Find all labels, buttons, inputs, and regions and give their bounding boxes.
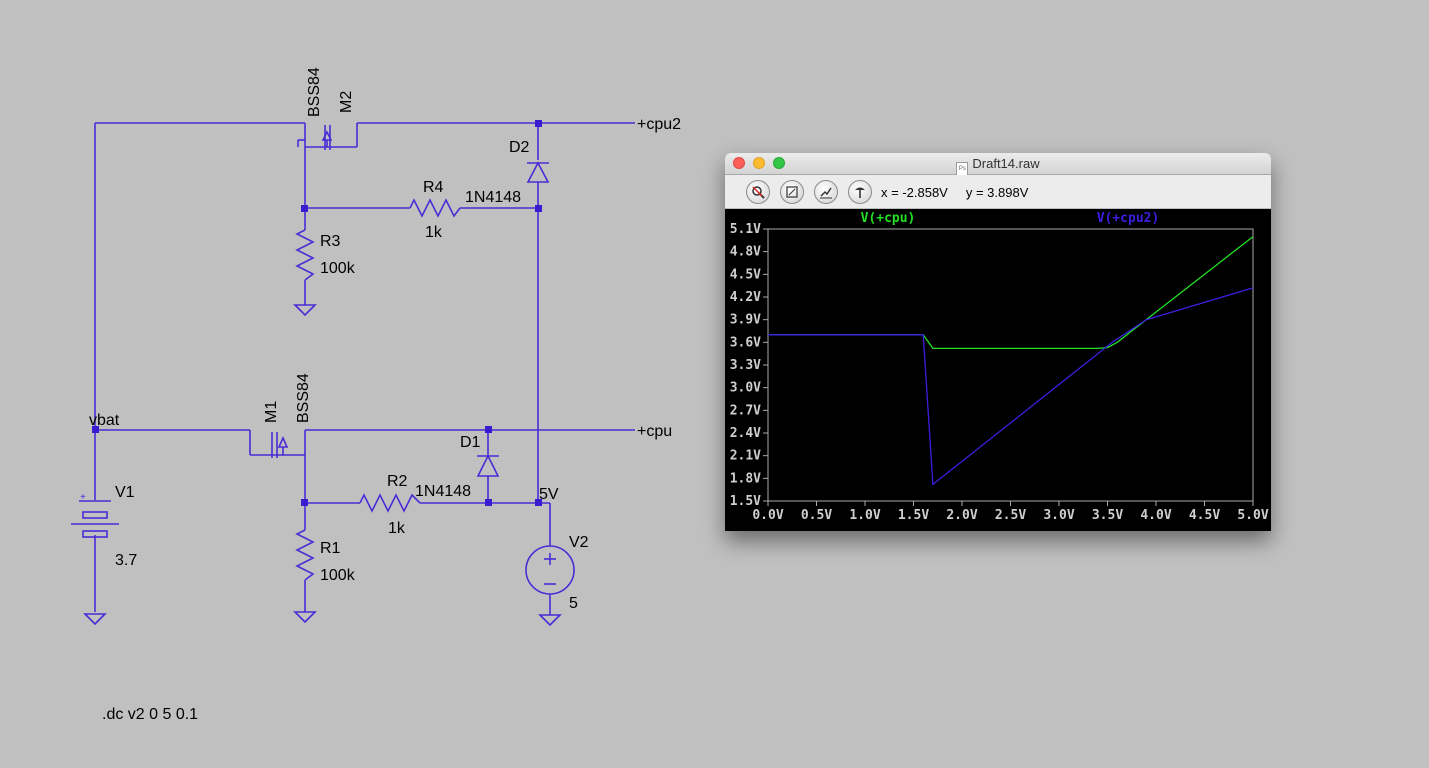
x-tick-label: 3.5V (1092, 508, 1123, 523)
x-tick-label: 2.0V (946, 508, 977, 523)
v1-battery-symbol: + (71, 492, 119, 538)
y-tick-label: 5.1V (730, 222, 761, 237)
readout-y: y = 3.898V (965, 185, 1029, 200)
x-tick-label: 4.5V (1189, 508, 1220, 523)
y-tick-label: 3.9V (730, 313, 761, 328)
plot-toolbar: x = -2.858V y = 3.898V (725, 175, 1271, 209)
ground-v1-icon (83, 613, 107, 626)
cursor-readout: x = -2.858V y = 3.898V (881, 185, 1046, 200)
d1-name-label: D1 (460, 434, 481, 451)
x-tick-label: 4.0V (1140, 508, 1171, 523)
d2-model-label: 1N4148 (465, 189, 521, 206)
r2-value-label: 1k (388, 520, 406, 537)
m1-model-label: BSS84 (295, 373, 312, 423)
y-tick-label: 2.4V (730, 426, 761, 441)
r2-name-label: R2 (387, 473, 408, 490)
r4-value-label: 1k (425, 224, 443, 241)
ground-r3-icon (293, 304, 317, 317)
y-tick-label: 3.0V (730, 381, 761, 396)
y-tick-label: 4.5V (730, 267, 761, 282)
ground-r1-icon (293, 611, 317, 624)
m1-symbol (249, 430, 306, 462)
r1-name-label: R1 (320, 540, 341, 557)
legend-series-1: V(+cpu) (861, 211, 916, 226)
plot-area[interactable]: 5.1V 4.8V 4.5V 4.2V 3.9V 3.6V 3.3V 3.0V 2.7V 2.4V… (725, 209, 1271, 531)
document-icon: Ps (956, 162, 969, 176)
legend-series-2: V(+cpu2) (1097, 211, 1160, 226)
measure-button[interactable] (814, 180, 838, 204)
x-tick-label: 0.0V (752, 508, 783, 523)
d2-name-label: D2 (509, 139, 530, 156)
y-tick-label: 2.7V (730, 403, 761, 418)
m2-name-label: M2 (338, 91, 355, 113)
y-tick-label: 3.3V (730, 358, 761, 373)
m1-name-label: M1 (263, 401, 280, 423)
x-tick-label: 5.0V (1237, 508, 1268, 523)
svg-text:+: + (80, 492, 86, 503)
y-tick-label: 2.1V (730, 449, 761, 464)
d1-model-label: 1N4148 (415, 483, 471, 500)
x-tick-label: 1.5V (898, 508, 929, 523)
m2-symbol (297, 123, 358, 155)
autorange-icon (786, 186, 798, 198)
x-tick-label: 2.5V (995, 508, 1026, 523)
m2-model-label: BSS84 (306, 67, 323, 117)
schematic-canvas: + BSS84 M2 M1 BSS84 D2 1N4148 R4 1k R3 1… (71, 67, 681, 723)
r2-symbol (359, 493, 421, 513)
wires-bottom (94, 429, 635, 615)
y-tick-label: 3.6V (730, 335, 761, 350)
r3-symbol (295, 229, 315, 281)
v1-name-label: V1 (115, 484, 135, 501)
net-5v-label: 5V (539, 486, 559, 503)
junction-dots (92, 120, 542, 506)
y-tick-label: 1.8V (730, 471, 761, 486)
y-tick-label: 4.8V (730, 245, 761, 260)
d2-symbol (526, 161, 550, 183)
ground-v2-icon (538, 614, 562, 627)
v2-name-label: V2 (569, 534, 589, 551)
spice-directive[interactable]: .dc v2 0 5 0.1 (102, 706, 198, 723)
zoom-button[interactable] (746, 180, 770, 204)
maximize-button[interactable] (773, 157, 785, 169)
v1-value-label: 3.7 (115, 552, 137, 569)
r3-name-label: R3 (320, 233, 341, 250)
probe-icon (855, 187, 865, 198)
y-tick-label: 4.2V (730, 290, 761, 305)
probe-button[interactable] (848, 180, 872, 204)
x-tick-label: 3.0V (1043, 508, 1074, 523)
d1-symbol (476, 454, 500, 477)
r1-symbol (295, 529, 315, 581)
zoom-icon (752, 186, 765, 199)
v2-source-symbol (525, 545, 575, 595)
net-vbat-label: vbat (89, 412, 120, 429)
x-tick-label: 0.5V (801, 508, 832, 523)
series-line-2 (768, 287, 1254, 486)
wires-top (94, 122, 635, 503)
plot-frame (767, 228, 1254, 502)
v2-value-label: 5 (569, 595, 578, 612)
autorange-button[interactable] (780, 180, 804, 204)
minimize-button[interactable] (753, 157, 765, 169)
x-tick-label: 1.0V (849, 508, 880, 523)
r3-value-label: 100k (320, 260, 356, 277)
measure-icon (820, 187, 832, 199)
net-cpu-label: +cpu (637, 423, 672, 440)
y-tick-label: 1.5V (730, 494, 761, 509)
window-title-text: Draft14.raw (972, 156, 1040, 171)
r4-name-label: R4 (423, 179, 444, 196)
series-line-1 (768, 236, 1254, 350)
close-button[interactable] (733, 157, 745, 169)
r1-value-label: 100k (320, 567, 356, 584)
r4-symbol (409, 198, 461, 218)
readout-x: x = -2.858V (881, 185, 948, 200)
net-cpu2-label: +cpu2 (637, 116, 681, 133)
